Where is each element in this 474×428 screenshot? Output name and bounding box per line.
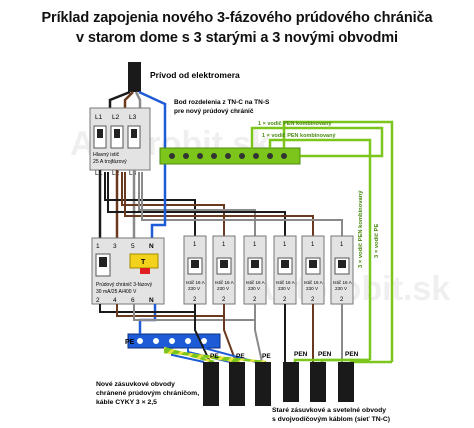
breaker-3-label-1: Istič 16 A xyxy=(246,280,266,285)
breaker-4-term-top: 1 xyxy=(283,242,287,248)
supply-wire-brown xyxy=(123,91,134,108)
supply-label: Prívod od elektromera xyxy=(150,70,240,80)
three-pe-label: 3 × vodič PE xyxy=(374,224,380,258)
main-term-top-2: L2 xyxy=(112,114,120,121)
pen-bus-screws xyxy=(169,153,287,159)
pe-tag-3: PE xyxy=(262,353,271,360)
breaker-5-term-top: 1 xyxy=(311,242,315,248)
pen-combined-label: 1 × vodič PEN kombinovaný xyxy=(258,121,332,127)
wire-breaker-c xyxy=(138,172,256,236)
wire-breaker-a xyxy=(104,172,196,236)
pe-bus-label: PE xyxy=(125,339,135,346)
old-sockets-label-1: Staré zásuvkové a svetelné obvody xyxy=(272,407,386,414)
rcd-device[interactable] xyxy=(91,237,165,305)
breaker-2-term-top: 1 xyxy=(222,242,226,248)
pen-loop-1 xyxy=(250,126,384,158)
main-term-top-1: L1 xyxy=(95,114,103,121)
rcd-label-1: Prúdový chránič 3-fázový xyxy=(96,282,153,288)
breaker-2-label-2: 230 V xyxy=(217,286,230,291)
breaker-6-term-top: 1 xyxy=(340,242,344,248)
out-new-1 xyxy=(194,304,211,363)
rcd-test-button[interactable]: T xyxy=(141,259,146,266)
pe-tag-2: PE xyxy=(236,353,245,360)
rcd-term-bot-6: 6 xyxy=(131,297,135,304)
supply-wire-pen xyxy=(138,90,167,148)
wire-neutral xyxy=(150,148,167,238)
breaker-4-term-bot: 2 xyxy=(283,297,287,303)
wire-breaker-e xyxy=(124,172,314,236)
breaker-3-term-bot: 2 xyxy=(253,297,257,303)
breaker-4-label-1: Istič 16 A xyxy=(276,280,296,285)
split-label-2: pre nový prúdový chránič xyxy=(174,108,254,115)
breaker-5-label-2: 230 V xyxy=(306,286,319,291)
pen-tag-1: PEN xyxy=(294,351,308,358)
pe-tag-1: PE xyxy=(210,353,219,360)
rcd-label-2: 30 mA/25 A/400 V xyxy=(96,289,137,295)
supply-cable xyxy=(128,62,141,92)
rcd-term-top-1: 1 xyxy=(96,243,100,250)
split-label-1: Bod rozdelenia z TN-C na TN-S xyxy=(174,99,270,106)
neutral-bus-screws xyxy=(137,338,207,344)
new-sockets-label-1: Nové zásuvkové obvody xyxy=(96,381,175,388)
breaker-2-term-bot: 2 xyxy=(222,297,226,303)
title-line-2: v starom dome s 3 starými a 3 novými obv… xyxy=(76,30,398,46)
breaker-3-label-2: 230 V xyxy=(248,286,261,291)
rcd-term-top-3: 5 xyxy=(131,243,135,250)
breaker-5-label-1: Istič 16 A xyxy=(304,280,324,285)
old-sockets-label-2: s dvojvodičovým káblom (sieť TN-C) xyxy=(272,416,390,423)
rcd-term-top-n: N xyxy=(149,243,154,250)
breaker-3-term-top: 1 xyxy=(253,242,257,248)
rcd-term-bot-2: 2 xyxy=(96,297,100,304)
main-switch-label-2: 25 A trojfázový xyxy=(93,159,127,165)
supply-wire-black xyxy=(108,90,131,108)
breaker-1-term-bot: 2 xyxy=(193,297,197,303)
pen-tag-3: PEN xyxy=(345,351,359,358)
supply-wire-gray xyxy=(134,91,142,108)
breaker-4-label-2: 230 V xyxy=(278,286,291,291)
breaker-1-term-top: 1 xyxy=(193,242,197,248)
breaker-1-label-2: 230 V xyxy=(188,286,201,291)
pen-tag-2: PEN xyxy=(318,351,332,358)
wire-breaker-f xyxy=(141,172,343,236)
rcd-term-bot-4: 4 xyxy=(113,297,117,304)
breaker-2-label-1: Istič 16 A xyxy=(215,280,235,285)
rcd-term-top-2: 3 xyxy=(113,243,117,250)
rcd-term-bot-n: N xyxy=(149,297,154,304)
cables-old xyxy=(283,362,354,402)
out-new-2 xyxy=(223,304,237,363)
breaker-6[interactable] xyxy=(330,235,354,305)
new-sockets-label-2: chránené prúdovým chráničom, xyxy=(96,390,199,397)
pen-loop-3 xyxy=(282,120,394,362)
main-switch-label-1: Hlavný istič xyxy=(93,152,120,158)
three-pen-label: 3 × vodič PEN kombinovaný xyxy=(358,190,364,268)
breaker-1[interactable] xyxy=(183,235,207,305)
cables-new xyxy=(203,362,271,406)
out-new-3 xyxy=(254,304,263,363)
breaker-1-label-1: Istič 16 A xyxy=(186,280,206,285)
breaker-5-term-bot: 2 xyxy=(311,297,315,303)
rcd-out-1 xyxy=(99,304,196,313)
breaker-6-term-bot: 2 xyxy=(340,297,344,303)
wire-breaker-d xyxy=(107,172,286,236)
main-switch[interactable] xyxy=(89,107,151,171)
title-line-1: Príklad zapojenia nového 3-fázového prúd… xyxy=(41,10,433,26)
pe-new-3 xyxy=(163,350,267,364)
pen-loop-2 xyxy=(268,138,372,360)
pen-combined-label-2: 1 × vodič PEN kombinovaný xyxy=(262,133,336,139)
new-sockets-label-3: káble CYKY 3 × 2,5 xyxy=(96,399,157,406)
pen-old-2 xyxy=(320,358,370,362)
breaker-6-label-1: Istič 16 A xyxy=(333,280,353,285)
breaker-6-label-2: 230 V xyxy=(335,286,348,291)
main-term-top-3: L3 xyxy=(129,114,137,121)
